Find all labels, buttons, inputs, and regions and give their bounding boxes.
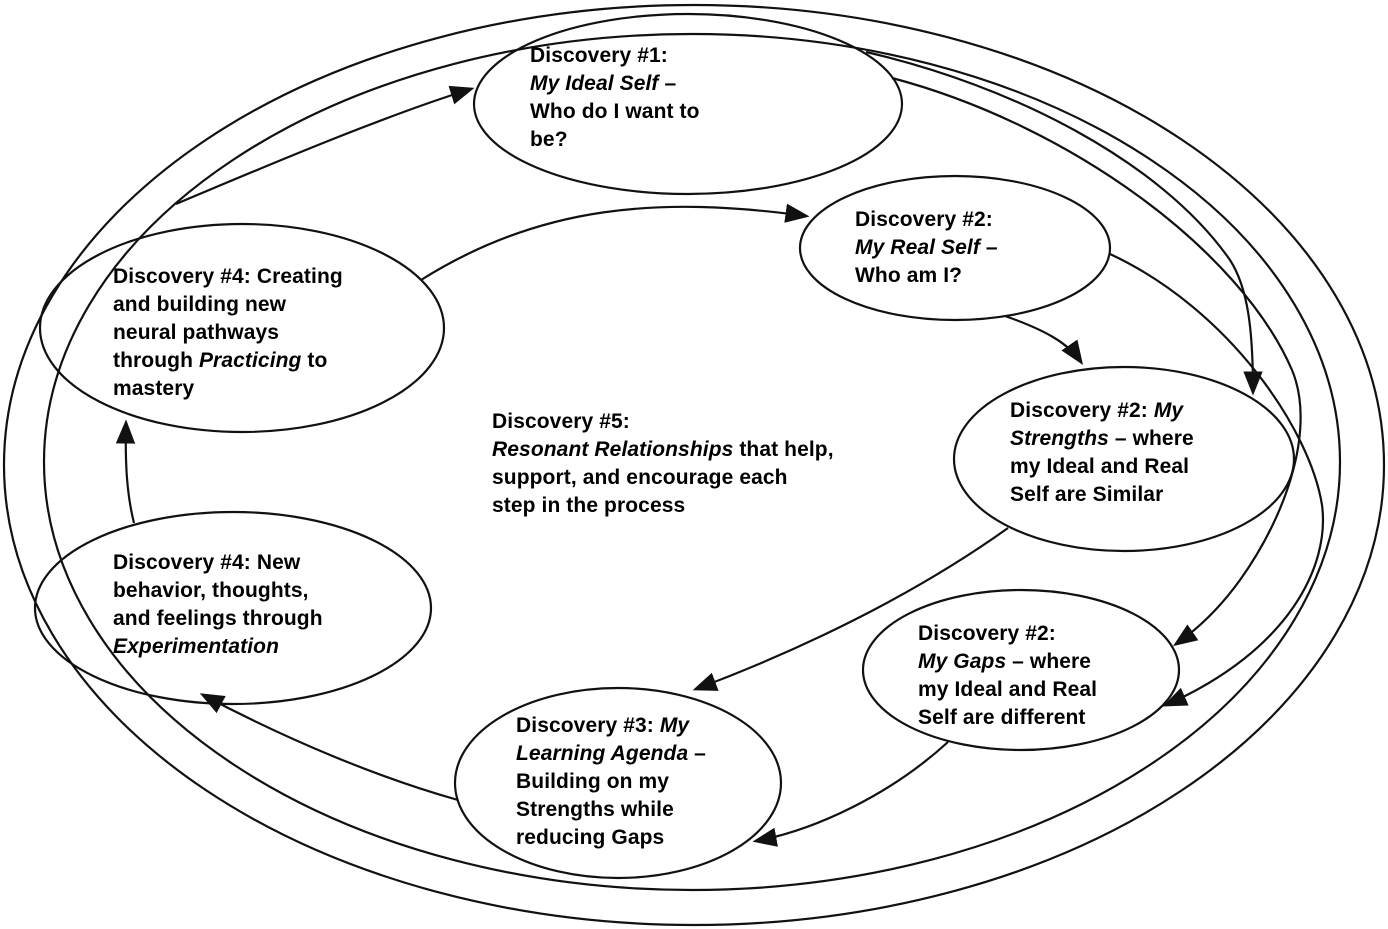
label-line: Resonant Relationships that help,: [492, 438, 834, 461]
arrow-strengths-to-learning-agenda: [692, 527, 1009, 691]
label-line: Discovery #3: My: [516, 714, 690, 737]
label-line: Discovery #2: My: [1010, 399, 1184, 422]
arrow-gaps-to-learning-agenda: [752, 741, 949, 847]
arrow-ideal-to-gaps: [891, 76, 1302, 647]
label-line: Self are Similar: [1010, 483, 1164, 506]
label-line: through Practicing to: [113, 349, 328, 372]
node-ellipse-strengths: [952, 365, 1296, 553]
arrow-learning-agenda-to-experimentation: [199, 693, 459, 802]
label-line: Discovery #1:: [530, 44, 668, 67]
arrow-practicing-to-real-self: [420, 203, 810, 281]
label-line: Learning Agenda –: [516, 742, 706, 765]
label-line: step in the process: [492, 494, 686, 517]
node-label-experimentation: Discovery #4: New behavior, thoughts, and …: [113, 549, 323, 661]
arrow-ideal-to-strengths: [865, 50, 1263, 396]
label-line: my Ideal and Real: [1010, 455, 1190, 478]
label-line: Building on my: [516, 770, 670, 793]
node-label-gaps: Discovery #2: My Gaps – where my Ideal and…: [918, 620, 1097, 732]
label-line: be?: [530, 128, 568, 151]
node-label-ideal-self: Discovery #1: My Ideal Self – Who do I wan…: [530, 42, 700, 154]
arrow-practicing-to-ideal-self: [175, 85, 475, 206]
label-line: Self are different: [918, 706, 1086, 729]
arrow-real-to-gaps: [1109, 253, 1324, 707]
node-ellipse-agenda: [453, 686, 783, 880]
node-ellipse-real: [798, 174, 1112, 322]
label-line: and building new: [113, 293, 287, 316]
label-line: my Ideal and Real: [918, 678, 1098, 701]
label-line: Discovery #5:: [492, 410, 630, 433]
node-label-strengths: Discovery #2: My Strengths – where my Idea…: [1010, 397, 1194, 509]
label-line: Experimentation: [113, 635, 280, 658]
label-line: support, and encourage each: [492, 466, 788, 489]
label-line: behavior, thoughts,: [113, 579, 309, 602]
node-label-real-self: Discovery #2: My Real Self – Who am I?: [855, 206, 998, 290]
label-line: Who am I?: [855, 264, 963, 287]
label-line: My Gaps – where: [918, 650, 1092, 673]
node-ellipse-practicing: [38, 222, 446, 434]
label-line: reducing Gaps: [516, 826, 665, 849]
label-line: Discovery #2:: [855, 208, 993, 231]
label-line: My Ideal Self –: [530, 72, 677, 95]
label-line: mastery: [113, 377, 195, 400]
inner-loop-ellipse: [42, 32, 1342, 892]
label-line: Strengths while: [516, 798, 674, 821]
node-label-learning-agenda: Discovery #3: My Learning Agenda – Buildin…: [516, 712, 706, 852]
node-ellipse-gaps: [861, 588, 1181, 752]
node-label-resonant-relationships: Discovery #5: Resonant Relationships that…: [492, 408, 834, 520]
arrow-experimentation-to-practicing: [115, 419, 136, 524]
label-line: and feelings through: [113, 607, 323, 630]
label-line: Who do I want to: [530, 100, 700, 123]
label-line: Discovery #4: New: [113, 551, 301, 574]
label-line: Discovery #4: Creating: [113, 265, 343, 288]
node-label-practicing: Discovery #4: Creating and building new ne…: [113, 263, 343, 403]
arrow-real-to-strengths: [1004, 314, 1084, 365]
label-line: Discovery #2:: [918, 622, 1056, 645]
node-ellipse-experiment: [33, 510, 433, 706]
label-line: Strengths – where: [1010, 427, 1194, 450]
label-line: My Real Self –: [855, 236, 998, 259]
outer-loop-ellipse: [2, 3, 1386, 927]
label-line: neural pathways: [113, 321, 280, 344]
